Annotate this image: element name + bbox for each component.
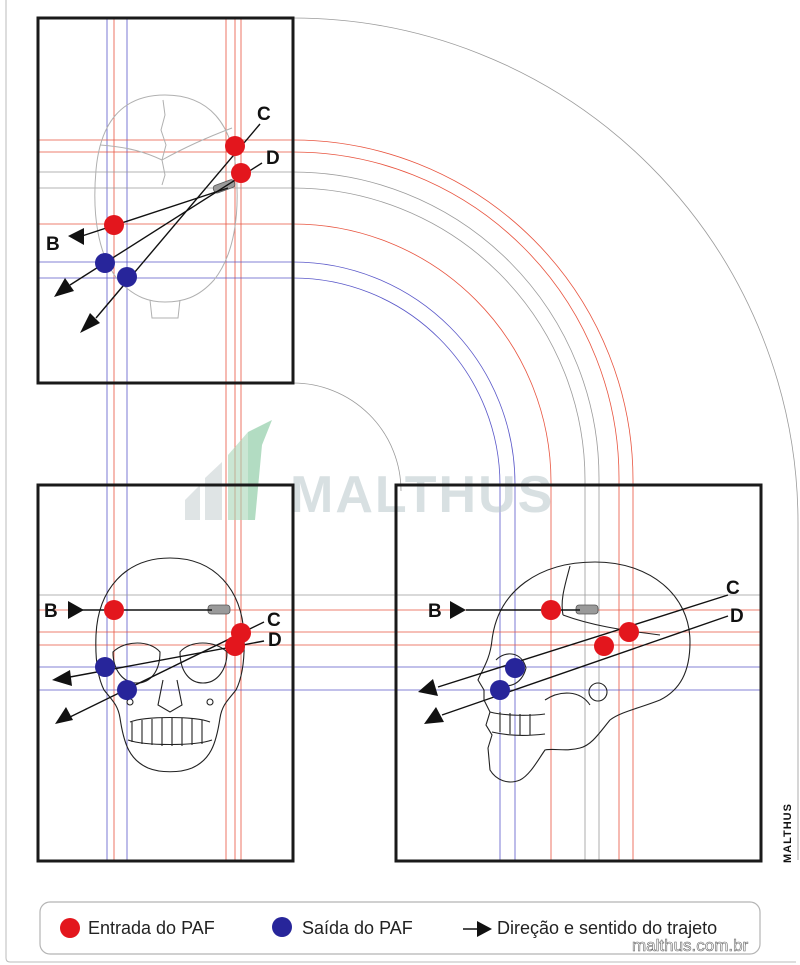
legend-arrow-icon — [463, 921, 492, 937]
label-side-b: B — [428, 601, 442, 622]
entry-point-top-c — [225, 136, 245, 156]
label-side-d: D — [730, 606, 744, 627]
watermark-logo: MALTHUS — [185, 420, 554, 524]
label-top-b: B — [46, 234, 60, 255]
entry-point-side-b — [541, 600, 561, 620]
arc-guides — [292, 17, 799, 860]
exit-point-front-c — [117, 680, 137, 700]
legend-exit-icon — [272, 917, 292, 937]
entry-point-top-d — [231, 163, 251, 183]
exit-point-top-d — [95, 253, 115, 273]
footer-url: malthus.com.br — [632, 936, 749, 955]
legend-direction-label: Direção e sentido do trajeto — [497, 918, 717, 938]
skull-front-outline — [95, 557, 245, 773]
arrowhead-side-d — [424, 707, 444, 724]
arrowhead-front-b — [68, 601, 84, 619]
arrowhead-top-b — [68, 228, 84, 245]
panel-front-frame — [36, 483, 295, 863]
panel-side-frame — [394, 483, 763, 863]
arrowhead-top-c — [80, 313, 100, 333]
legend-exit-label: Saída do PAF — [302, 918, 413, 938]
legend-entry-label: Entrada do PAF — [88, 918, 215, 938]
label-front-d: D — [268, 630, 282, 651]
skull-top-outline — [94, 94, 238, 303]
trajectory-side-d — [441, 615, 729, 716]
entry-point-front-d — [225, 636, 245, 656]
label-front-c: C — [267, 610, 281, 631]
arrowhead-front-c — [55, 707, 73, 724]
arrowhead-side-b — [450, 601, 466, 619]
skull-side-outline — [477, 561, 691, 783]
horizontal-guides-bottom — [38, 594, 762, 691]
brand-vertical-text: MALTHUS — [782, 803, 794, 863]
entry-point-front-b — [104, 600, 124, 620]
outer-border — [5, 0, 796, 963]
panel-side-view: B C D — [394, 483, 763, 863]
legend-box — [39, 901, 761, 955]
trajectory-top-b — [81, 187, 229, 237]
label-top-c: C — [257, 104, 271, 125]
entry-point-side-d — [594, 636, 614, 656]
legend: Entrada do PAF Saída do PAF Direção e se… — [39, 901, 761, 955]
panel-front-view: B C D — [36, 483, 295, 863]
trajectory-side-c — [437, 594, 729, 688]
exit-point-front-d — [95, 657, 115, 677]
label-front-b: B — [44, 601, 58, 622]
arrowhead-top-d — [54, 278, 74, 297]
panel-top-frame — [36, 16, 295, 385]
entry-point-top-b — [104, 215, 124, 235]
label-side-c: C — [726, 578, 740, 599]
panel-top-view: C D B — [36, 16, 295, 385]
legend-entry-icon — [60, 918, 80, 938]
arrowhead-side-c — [418, 679, 438, 696]
exit-point-top-c — [117, 267, 137, 287]
watermark-text: MALTHUS — [290, 466, 554, 524]
label-top-d: D — [266, 148, 280, 169]
exit-point-side-d — [490, 680, 510, 700]
exit-point-side-c — [505, 658, 525, 678]
entry-point-side-c — [619, 622, 639, 642]
arrowhead-front-d — [52, 670, 72, 686]
vertical-guides-left — [106, 18, 242, 860]
